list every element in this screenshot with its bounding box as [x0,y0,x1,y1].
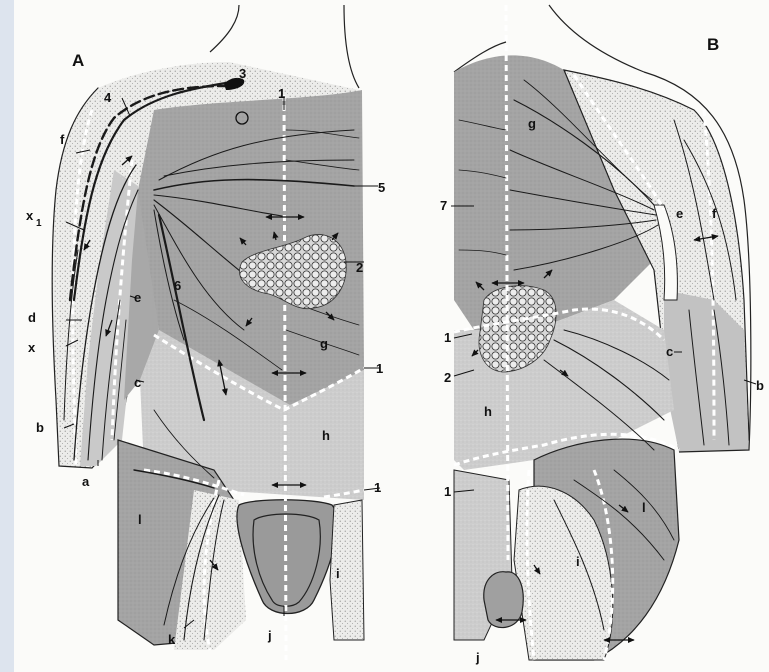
label-a-1-mid: 1 [376,361,383,376]
label-a-4: 4 [104,90,112,105]
label-b-l: l [642,500,646,515]
label-b-g: g [528,116,536,131]
label-b-i: i [576,554,580,569]
label-a-h: h [322,428,330,443]
diagram-canvas: A 1 2 3 4 5 6 1 1 f x 1 d x e c b a g h … [14,0,769,672]
neck-outline [210,5,239,52]
label-b-e: e [676,206,683,221]
label-a-6: 6 [174,278,181,293]
label-b-1-a: 1 [444,330,451,345]
lymphatic-diagram-figure: A 1 2 3 4 5 6 1 1 f x 1 d x e c b a g h … [14,0,769,672]
panel-b-back-view: B 7 1 2 1 g e f c b h l i j [440,5,764,665]
label-b-b: b [756,378,764,393]
back-neck-outline [549,5,644,72]
label-a-c: c [134,375,141,390]
label-a-1-top: 1 [278,86,285,101]
label-a-5: 5 [378,180,385,195]
label-b-2: 2 [444,370,451,385]
label-b-c: c [666,344,673,359]
label-b-f: f [712,206,717,221]
label-b-h: h [484,404,492,419]
label-a-i: i [336,566,340,581]
label-a-2: 2 [356,260,363,275]
label-b-1-b: 1 [444,484,451,499]
panel-a-title: A [72,51,84,70]
label-a-a: a [82,474,90,489]
label-a-j: j [267,628,272,643]
panel-a-front-view: A 1 2 3 4 5 6 1 1 f x 1 d x e c b a g h … [26,5,385,660]
label-a-k: k [168,632,176,647]
label-a-f: f [60,132,65,147]
label-a-3: 3 [239,66,246,81]
head-outline [344,5,359,88]
label-a-x1-sub: 1 [36,218,42,229]
label-a-l: l [138,512,142,527]
back-genital-region-j [484,572,523,628]
label-a-x1: x [26,208,34,223]
label-a-b: b [36,420,44,435]
label-a-g: g [320,336,328,351]
panel-b-title: B [707,35,719,54]
midline-boundary-a [284,95,286,660]
label-b-7: 7 [440,198,447,213]
label-a-x: x [28,340,36,355]
label-a-1-low: 1 [374,480,381,495]
label-b-j: j [475,650,480,665]
label-a-d: d [28,310,36,325]
label-a-e: e [134,290,141,305]
